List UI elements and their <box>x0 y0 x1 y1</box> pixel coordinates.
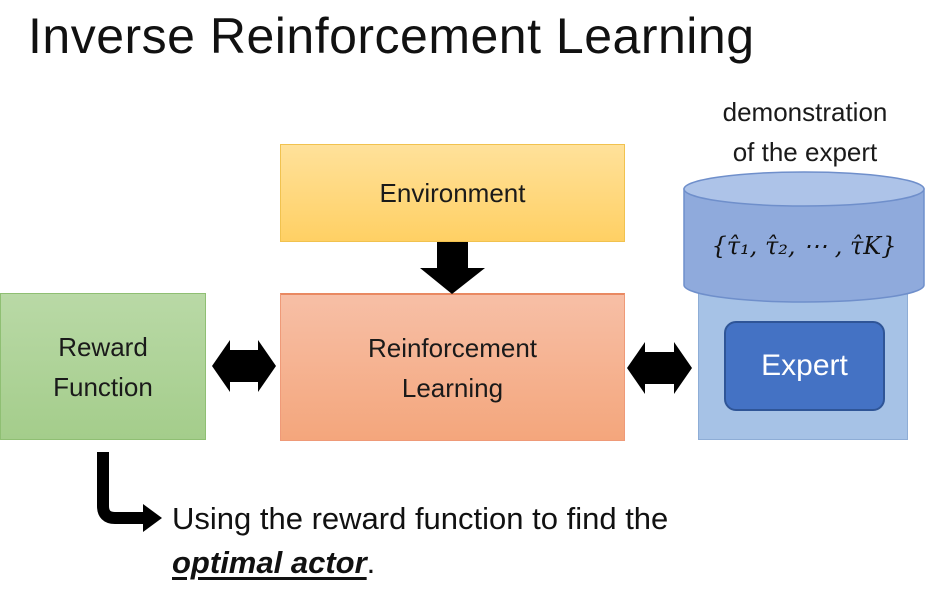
rl-label-line1: Reinforcement <box>367 332 538 363</box>
expert-box: Expert <box>724 321 885 411</box>
rl-label-line2: Learning <box>401 372 504 403</box>
double-arrow-left-icon <box>212 340 276 392</box>
demonstration-label-line2: of the expert <box>732 137 878 167</box>
database-cylinder-icon <box>683 171 925 303</box>
reward-label-line1: Reward <box>58 331 148 362</box>
down-arrow-icon <box>420 242 485 294</box>
bent-arrow-icon <box>97 452 162 532</box>
reward-function-box: Reward Function <box>0 293 206 440</box>
caption-end: . <box>366 545 376 580</box>
demonstration-label-line1: demonstration <box>722 97 888 127</box>
reward-label-line2: Function <box>53 371 153 402</box>
expert-label: Expert <box>761 349 848 382</box>
caption-line1: Using the reward function to find the <box>172 501 669 536</box>
reinforcement-learning-box: Reinforcement Learning <box>280 293 625 441</box>
caption: Using the reward function to find the op… <box>172 497 668 585</box>
trajectory-set: {τ̂₁, τ̂₂, ⋯ , τ̂K} <box>711 232 897 260</box>
slide-title: Inverse Reinforcement Learning <box>28 8 755 64</box>
double-arrow-right-icon <box>627 342 692 394</box>
caption-emphasis: optimal actor <box>172 545 367 580</box>
environment-box: Environment <box>280 144 625 242</box>
environment-label: Environment <box>379 177 526 208</box>
demonstration-label: demonstration of the expert <box>690 92 920 172</box>
